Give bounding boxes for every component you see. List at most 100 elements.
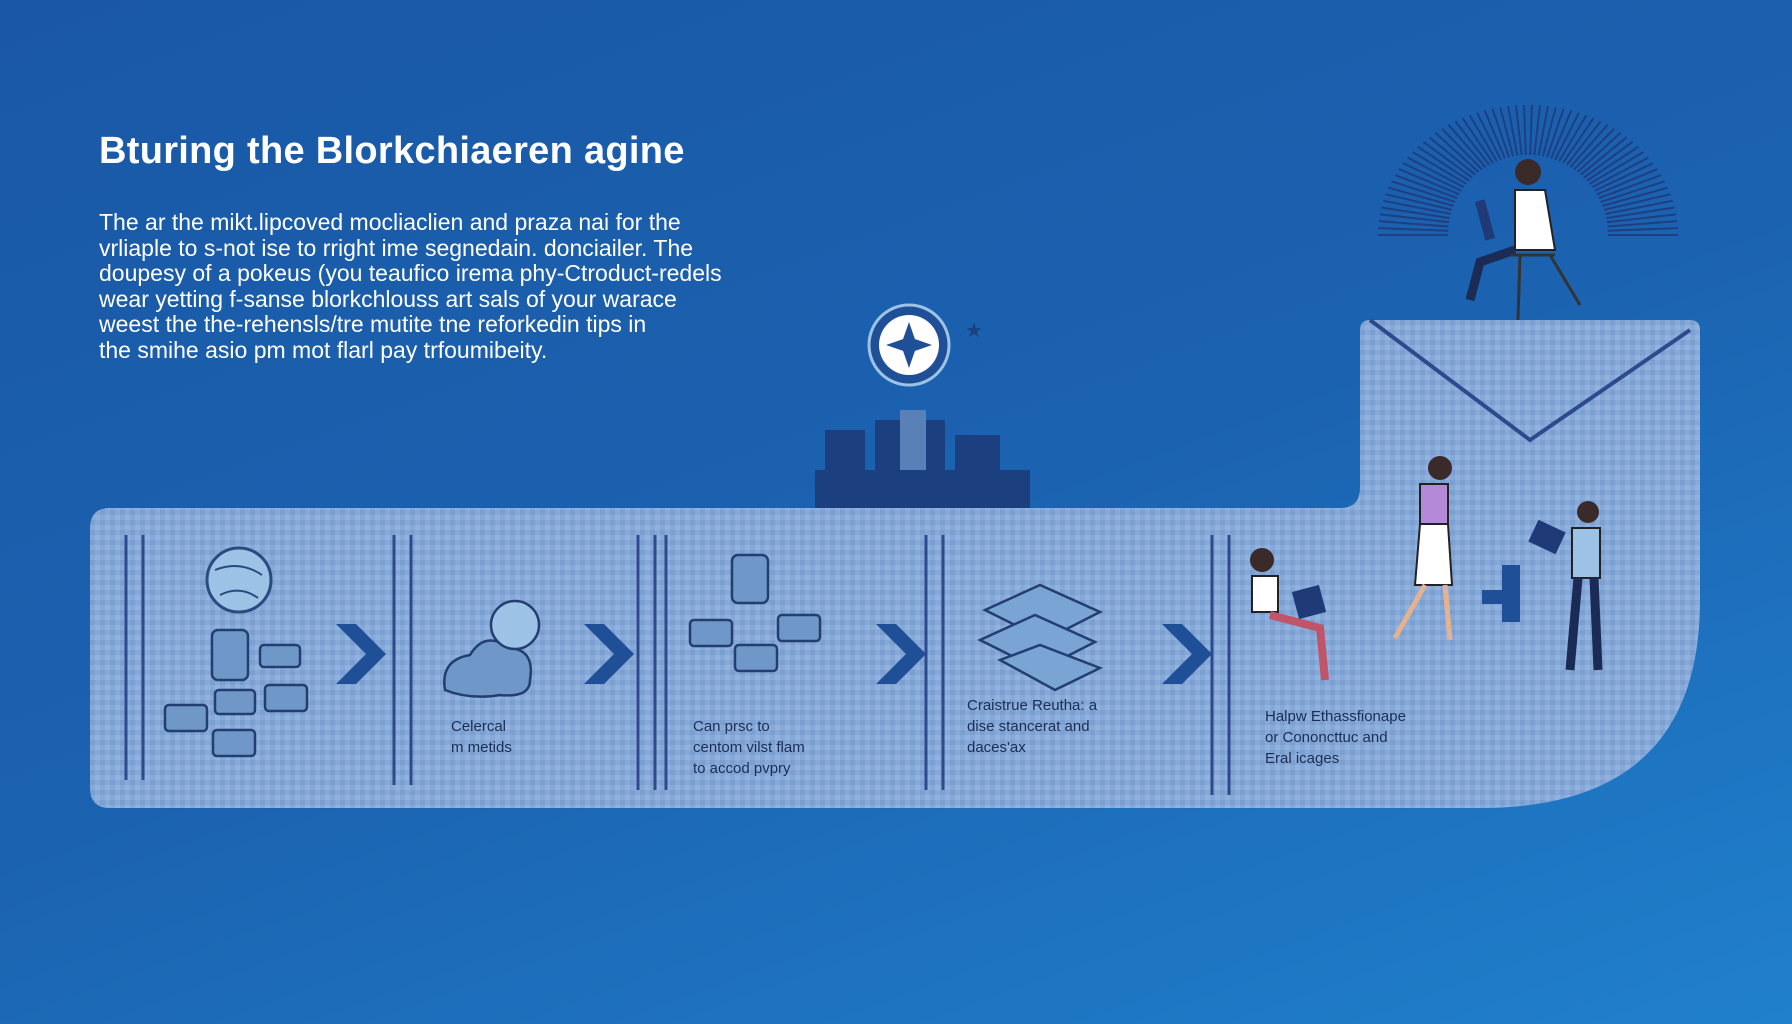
sunburst-ray: [1379, 213, 1450, 224]
sunburst-ray: [1461, 117, 1494, 164]
sunburst-ray: [1603, 193, 1671, 211]
chevron-right-icon: [336, 624, 386, 684]
sunburst-ray: [1468, 114, 1498, 162]
sunburst-ray: [1378, 227, 1449, 232]
sunburst-ray: [1606, 213, 1677, 224]
sunburst-ray: [1476, 112, 1502, 161]
sunburst-ray: [1606, 206, 1675, 220]
sunburst-ray: [1454, 120, 1491, 166]
sunburst-ray: [1523, 105, 1527, 156]
sunburst-ray: [1447, 124, 1487, 168]
sunburst-ray: [1537, 105, 1549, 156]
sunburst-ray: [1391, 180, 1456, 203]
sunburst-ray: [1604, 199, 1673, 215]
sunburst-ray: [1428, 136, 1476, 176]
intro-line: vrliaple to s-not ise to rright ime segn…: [99, 234, 694, 261]
sunburst-ray: [1558, 114, 1588, 162]
sunburst-ray: [1378, 220, 1449, 228]
intro-line: weest the the-rehensls/tre mutite tne re…: [99, 311, 647, 337]
sunburst-ray: [1602, 186, 1668, 207]
coin-stack-icons: [163, 628, 309, 758]
step-label-2: Can prsc to centom vilst flam to accod p…: [693, 716, 805, 779]
sunburst-ray: [1515, 105, 1523, 156]
label-line: centom vilst flam: [693, 739, 805, 756]
people-illustration: [1250, 456, 1603, 681]
sunburst-ray: [1550, 110, 1573, 159]
sunburst-ray: [1589, 151, 1644, 185]
sunburst-ray: [1422, 141, 1473, 179]
sunburst-ray: [1586, 145, 1639, 182]
sunburst-ray: [1533, 105, 1541, 156]
globe-icon: [205, 546, 273, 614]
sunburst-ray: [1596, 168, 1658, 196]
blockchain-emblem-icon: ★: [867, 303, 983, 387]
sunburst-ray: [1412, 151, 1467, 185]
diamond-pattern: [1368, 318, 1692, 443]
sunburst-ray: [1583, 141, 1634, 179]
sunburst-ray: [1507, 105, 1519, 156]
sunburst-ray: [1441, 127, 1483, 171]
monument-building: [815, 410, 1030, 508]
sunburst-ray: [1388, 186, 1454, 207]
step-label-3: Craistrue Reutha: a dise stancerat and d…: [967, 695, 1097, 758]
sunburst-ray: [1434, 132, 1480, 173]
svg-text:★: ★: [965, 320, 983, 342]
chevron-right-icon: [584, 624, 634, 684]
sunburst-ray: [1529, 105, 1533, 156]
sunburst-ray: [1554, 112, 1580, 161]
step-dividers: [124, 535, 1231, 795]
cloud-globe-icon: [443, 599, 541, 698]
sunburst-ray: [1576, 132, 1622, 173]
sunburst-ray: [1573, 127, 1615, 171]
step-label-4: Halpw Ethassfionape or Cononcttuc and Er…: [1265, 706, 1406, 769]
sunburst-icon: [1378, 105, 1678, 236]
sunburst-ray: [1499, 106, 1515, 157]
sunburst-ray: [1385, 193, 1453, 211]
sunburst-ray: [1483, 110, 1506, 159]
sunburst-ray: [1591, 156, 1649, 189]
sunburst-ray: [1565, 120, 1602, 166]
intro-line: the smihe asio pm mot flarl pay trfoumib…: [99, 336, 548, 363]
exchange-arrow-icon: [1482, 565, 1520, 622]
blockchain-blocks-icon: [977, 583, 1104, 692]
sunburst-ray: [1417, 145, 1470, 182]
sunburst-ray: [1383, 199, 1452, 215]
intro-line: wear yetting f-sanse blorkchlouss art sa…: [99, 285, 677, 312]
process-panel: [90, 320, 1700, 808]
label-line: or Cononcttuc and: [1265, 729, 1388, 746]
chevron-right-icon: [876, 624, 926, 684]
chevron-right-icon: [1162, 624, 1212, 684]
sunburst-ray: [1569, 124, 1609, 168]
sunburst-ray: [1546, 108, 1565, 158]
label-line: dise stancerat and: [967, 718, 1090, 735]
sunburst-ray: [1381, 206, 1450, 220]
token-stack-icons: [688, 553, 822, 673]
sunburst-ray: [1541, 106, 1557, 157]
sunburst-ray: [1398, 168, 1460, 196]
intro-line: The ar the mikt.lipcoved mocliaclien and…: [99, 209, 681, 235]
sunburst-ray: [1562, 117, 1595, 164]
label-line: Celercal: [451, 718, 507, 735]
person-with-laptop-icon: [1465, 159, 1582, 321]
label-line: to accod pvpry: [693, 760, 791, 777]
label-line: Craistrue Reutha: a: [967, 697, 1098, 714]
intro-paragraph: The ar the mikt.lipcoved mocliaclien and…: [99, 209, 819, 363]
sunburst-ray: [1607, 227, 1678, 232]
sunburst-ray: [1394, 174, 1458, 200]
intro-line: doupesy of a pokeus (you teaufico irema …: [99, 260, 722, 286]
sunburst-ray: [1491, 108, 1510, 158]
label-line: Eral icages: [1265, 750, 1340, 767]
label-line: daces'ax: [967, 739, 1026, 756]
sunburst-ray: [1607, 220, 1678, 228]
label-line: Halpw Ethassfionape: [1265, 708, 1406, 725]
label-line: m metids: [451, 739, 512, 756]
sunburst-ray: [1407, 156, 1465, 189]
sunburst-ray: [1598, 174, 1662, 200]
sunburst-ray: [1600, 180, 1665, 203]
step-label-1: Celercal m metids: [451, 716, 512, 758]
sunburst-ray: [1402, 162, 1462, 192]
sunburst-ray: [1594, 162, 1654, 192]
sunburst-ray: [1580, 136, 1628, 176]
page-title: Bturing the Blorkchiaeren agine: [99, 130, 685, 172]
